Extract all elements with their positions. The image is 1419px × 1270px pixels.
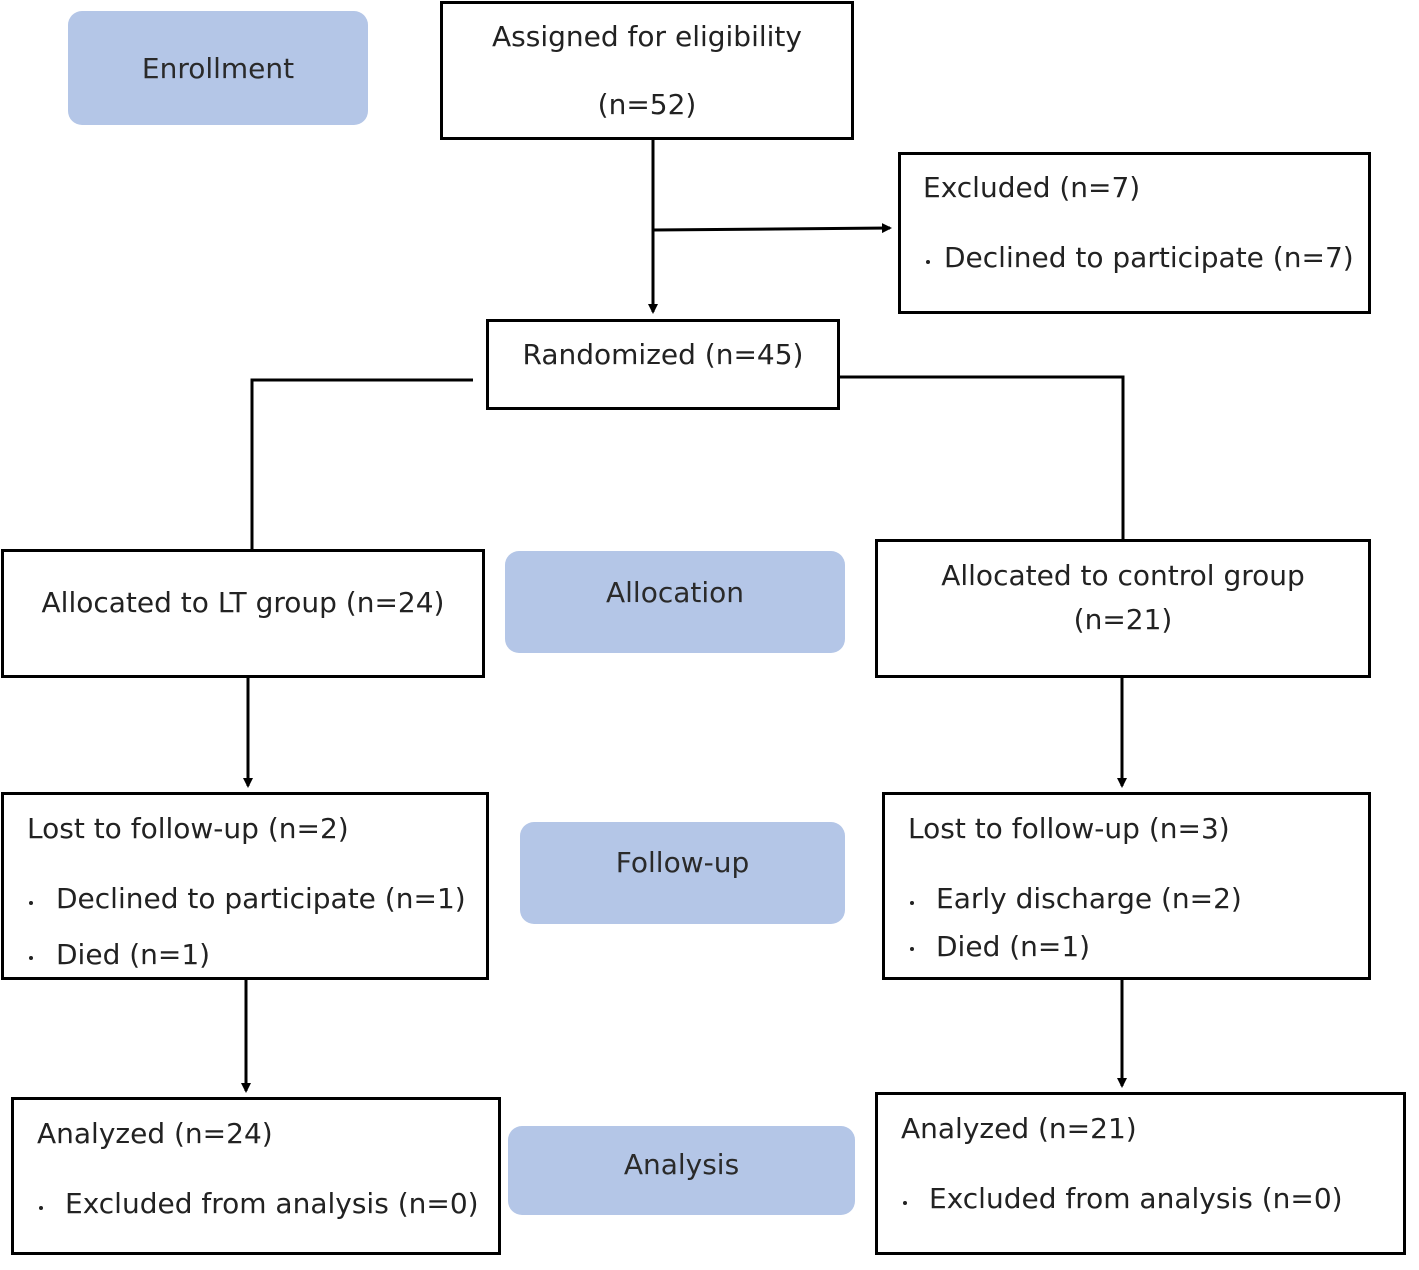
excluded-item: Declined to participate (n=7) xyxy=(944,241,1354,274)
lost-lt-title: Lost to follow-up (n=2) xyxy=(27,812,349,845)
assigned-title: Assigned for eligibility xyxy=(492,20,802,53)
assigned-count: (n=52) xyxy=(597,88,697,121)
allocated-control-count: (n=21) xyxy=(1073,603,1173,636)
excluded-box: Excluded (n=7) Declined to participate (… xyxy=(898,152,1371,314)
lost-lt-box: Lost to follow-up (n=2) Declined to part… xyxy=(1,792,489,980)
allocated-lt-title: Allocated to LT group (n=24) xyxy=(41,586,445,619)
analyzed-lt-item: Excluded from analysis (n=0) xyxy=(65,1187,479,1220)
bullet-icon xyxy=(903,1201,907,1205)
randomized-title: Randomized (n=45) xyxy=(522,338,804,371)
allocated-control-box: Allocated to control group (n=21) xyxy=(875,539,1371,678)
line-randomized-to-lt xyxy=(250,378,473,551)
analyzed-control-title: Analyzed (n=21) xyxy=(901,1112,1137,1145)
bullet-icon xyxy=(29,956,33,960)
analyzed-lt-box: Analyzed (n=24) Excluded from analysis (… xyxy=(11,1097,501,1255)
lost-lt-item-1: Declined to participate (n=1) xyxy=(56,882,466,915)
allocated-lt-box: Allocated to LT group (n=24) xyxy=(1,549,485,678)
analyzed-control-item: Excluded from analysis (n=0) xyxy=(929,1182,1343,1215)
analyzed-control-box: Analyzed (n=21) Excluded from analysis (… xyxy=(875,1092,1406,1255)
stage-allocation: Allocation xyxy=(505,551,845,653)
allocated-control-title: Allocated to control group xyxy=(941,559,1305,592)
stage-analysis-label: Analysis xyxy=(623,1148,740,1181)
analyzed-lt-title: Analyzed (n=24) xyxy=(37,1117,273,1150)
stage-enrollment-label: Enrollment xyxy=(141,51,295,85)
stage-follow-up: Follow-up xyxy=(520,822,845,924)
randomized-box: Randomized (n=45) xyxy=(486,319,840,410)
bullet-icon xyxy=(910,901,914,905)
excluded-title: Excluded (n=7) xyxy=(923,171,1141,204)
lost-control-box: Lost to follow-up (n=3) Early discharge … xyxy=(882,792,1371,980)
line-randomized-to-control xyxy=(839,375,1125,541)
assigned-box: Assigned for eligibility (n=52) xyxy=(440,1,854,140)
lost-control-item-2: Died (n=1) xyxy=(936,930,1091,963)
stage-enrollment: Enrollment xyxy=(68,11,368,125)
bullet-icon xyxy=(926,260,930,264)
stage-analysis: Analysis xyxy=(508,1126,855,1215)
stage-follow-up-label: Follow-up xyxy=(615,845,750,879)
bullet-icon xyxy=(910,947,914,951)
lost-lt-item-2: Died (n=1) xyxy=(56,938,211,971)
arrow-to-excluded xyxy=(652,223,892,234)
lost-control-item-1: Early discharge (n=2) xyxy=(936,882,1242,915)
stage-allocation-label: Allocation xyxy=(605,575,745,609)
bullet-icon xyxy=(39,1206,43,1210)
lost-control-title: Lost to follow-up (n=3) xyxy=(908,812,1230,845)
bullet-icon xyxy=(29,901,33,905)
